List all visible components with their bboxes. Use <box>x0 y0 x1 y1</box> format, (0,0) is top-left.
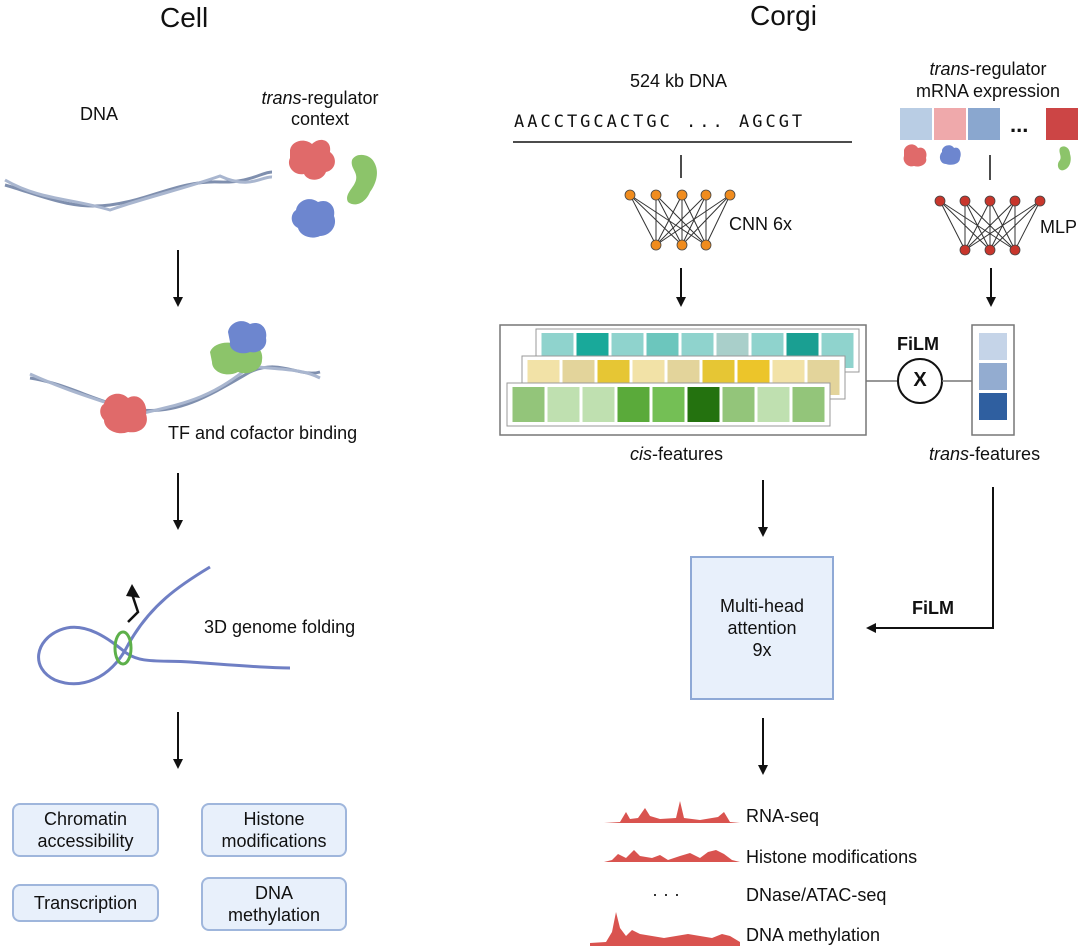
mlp-label: MLP <box>1040 217 1078 237</box>
cnn-bottom-node-1 <box>676 239 688 251</box>
blue-protein-icon <box>291 199 336 238</box>
cnn-label: CNN 6x <box>729 214 793 234</box>
cis-cell-green-0 <box>512 387 545 422</box>
cis-feature-maps <box>506 328 860 427</box>
trans-features-frame <box>971 324 1015 436</box>
multi-head-attention-box: Multi-head attention 9x <box>690 556 834 700</box>
expression-cell-1 <box>934 108 966 140</box>
mlp-top-node-1 <box>959 195 971 207</box>
tf-binding-label: TF and cofactor binding <box>168 423 358 443</box>
mlp-top-node-3 <box>1009 195 1021 207</box>
trans-feature-cell-0 <box>979 333 1007 360</box>
histone-track <box>604 850 740 862</box>
mlp-top-node-4 <box>1034 195 1046 207</box>
cis-cell-green-7 <box>757 387 790 422</box>
methylation-track <box>590 912 740 946</box>
expression-bar <box>900 108 1078 140</box>
trans-features-label: trans-features <box>929 444 1040 465</box>
mlp-bottom-node-2 <box>1009 244 1021 256</box>
cis-cell-green-6 <box>722 387 755 422</box>
dna-sequence: AACCTGCACTGC ... AGCGT <box>514 112 806 132</box>
mlp-top-node-0 <box>934 195 946 207</box>
cnn-bottom-node-2 <box>700 239 712 251</box>
cnn-top-node-4 <box>724 189 736 201</box>
cnn-top-node-0 <box>624 189 636 201</box>
cis-cell-green-1 <box>547 387 580 422</box>
cnn-bottom-node-0 <box>650 239 662 251</box>
cnn-top-node-2 <box>676 189 688 201</box>
trans-italic: trans <box>261 88 302 108</box>
film-label-2: FiLM <box>912 598 954 618</box>
cnn-top-node-3 <box>700 189 712 201</box>
expr-green-protein-icon <box>1057 146 1071 171</box>
cell-panel-title: Cell <box>160 2 209 33</box>
cofactor-protein-icon <box>347 154 377 205</box>
cis-rest: -features <box>652 444 724 464</box>
bound-blue-protein-icon <box>228 321 267 354</box>
cis-cell-green-2 <box>582 387 615 422</box>
trans-feature-vector <box>979 333 1007 420</box>
expression-line2: mRNA expression <box>915 81 1061 101</box>
tf-protein-icon <box>288 139 335 180</box>
corgi-panel-title: Corgi <box>750 0 817 31</box>
cis-features-label: cis-features <box>630 444 723 465</box>
cis-cell-green-4 <box>652 387 685 422</box>
cis-cell-green-8 <box>792 387 825 422</box>
trans-regulator-context-label: trans-regulator context <box>240 88 400 130</box>
trans-rest: -regulator <box>301 88 379 108</box>
trans-feat-italic: trans <box>929 444 970 464</box>
genome-loop-icon <box>37 565 291 686</box>
dna-helix-1 <box>4 170 273 212</box>
track-label-rna-seq: RNA-seq <box>746 806 820 826</box>
track-label-histone: Histone modifications <box>746 847 918 867</box>
track-ellipsis: · · · <box>652 884 680 904</box>
genome-folding-label: 3D genome folding <box>204 617 356 637</box>
dna-methylation-box: DNA methylation <box>201 877 347 931</box>
cis-features-frame <box>499 324 867 436</box>
context-line2: context <box>290 109 350 129</box>
cnn-network <box>624 189 736 251</box>
expression-cell-2 <box>968 108 1000 140</box>
cis-italic: cis <box>630 444 652 464</box>
histone-modifications-box: Histone modifications <box>201 803 347 857</box>
track-label-dnase: DNase/ATAC-seq <box>746 885 887 905</box>
rna-seq-track <box>604 801 740 823</box>
trans-italic-2: trans <box>929 59 970 79</box>
transcription-box: Transcription <box>12 884 159 922</box>
cis-cell-green-5 <box>687 387 720 422</box>
trans-rest-2: -regulator <box>969 59 1047 79</box>
trans-feat-rest: -features <box>969 444 1041 464</box>
trans-feature-cell-2 <box>979 393 1007 420</box>
dna-length-label: 524 kb DNA <box>630 71 728 91</box>
expression-cell-0 <box>900 108 932 140</box>
expression-cell-3 <box>1046 108 1078 140</box>
cis-cell-green-3 <box>617 387 650 422</box>
film-label: FiLM <box>897 334 939 354</box>
cnn-top-node-1 <box>650 189 662 201</box>
expr-blue-protein-icon <box>939 145 961 165</box>
mlp-bottom-node-1 <box>984 244 996 256</box>
track-label-methylation: DNA methylation <box>746 925 881 945</box>
dna-helix-2 <box>29 364 321 416</box>
trans-feature-cell-1 <box>979 363 1007 390</box>
mlp-network <box>934 195 1046 256</box>
film-multiply-symbol: X <box>913 369 927 391</box>
cell-dna-label: DNA <box>80 104 119 124</box>
arrow-trans-film-to-attention <box>866 487 994 633</box>
expression-ellipsis: ... <box>1010 112 1029 137</box>
bound-tf-icon <box>100 393 147 434</box>
expr-red-protein-icon <box>903 144 927 167</box>
trans-regulator-expression-label: trans-regulator mRNA expression <box>898 58 1078 102</box>
mlp-top-node-2 <box>984 195 996 207</box>
mlp-bottom-node-0 <box>959 244 971 256</box>
chromatin-accessibility-box: Chromatin accessibility <box>12 803 159 857</box>
